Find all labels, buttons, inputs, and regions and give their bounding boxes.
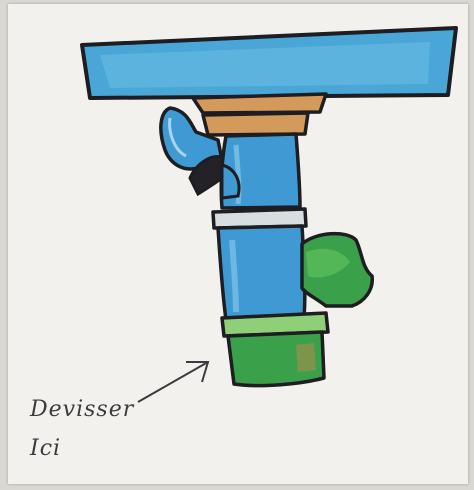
- annotation-line-2: Ici: [30, 436, 61, 461]
- pointer-arrow: [138, 362, 208, 402]
- annotation-line-1: Devisser: [30, 397, 134, 422]
- orange-connector-nut: [193, 94, 326, 113]
- orange-connector-ring: [203, 113, 308, 135]
